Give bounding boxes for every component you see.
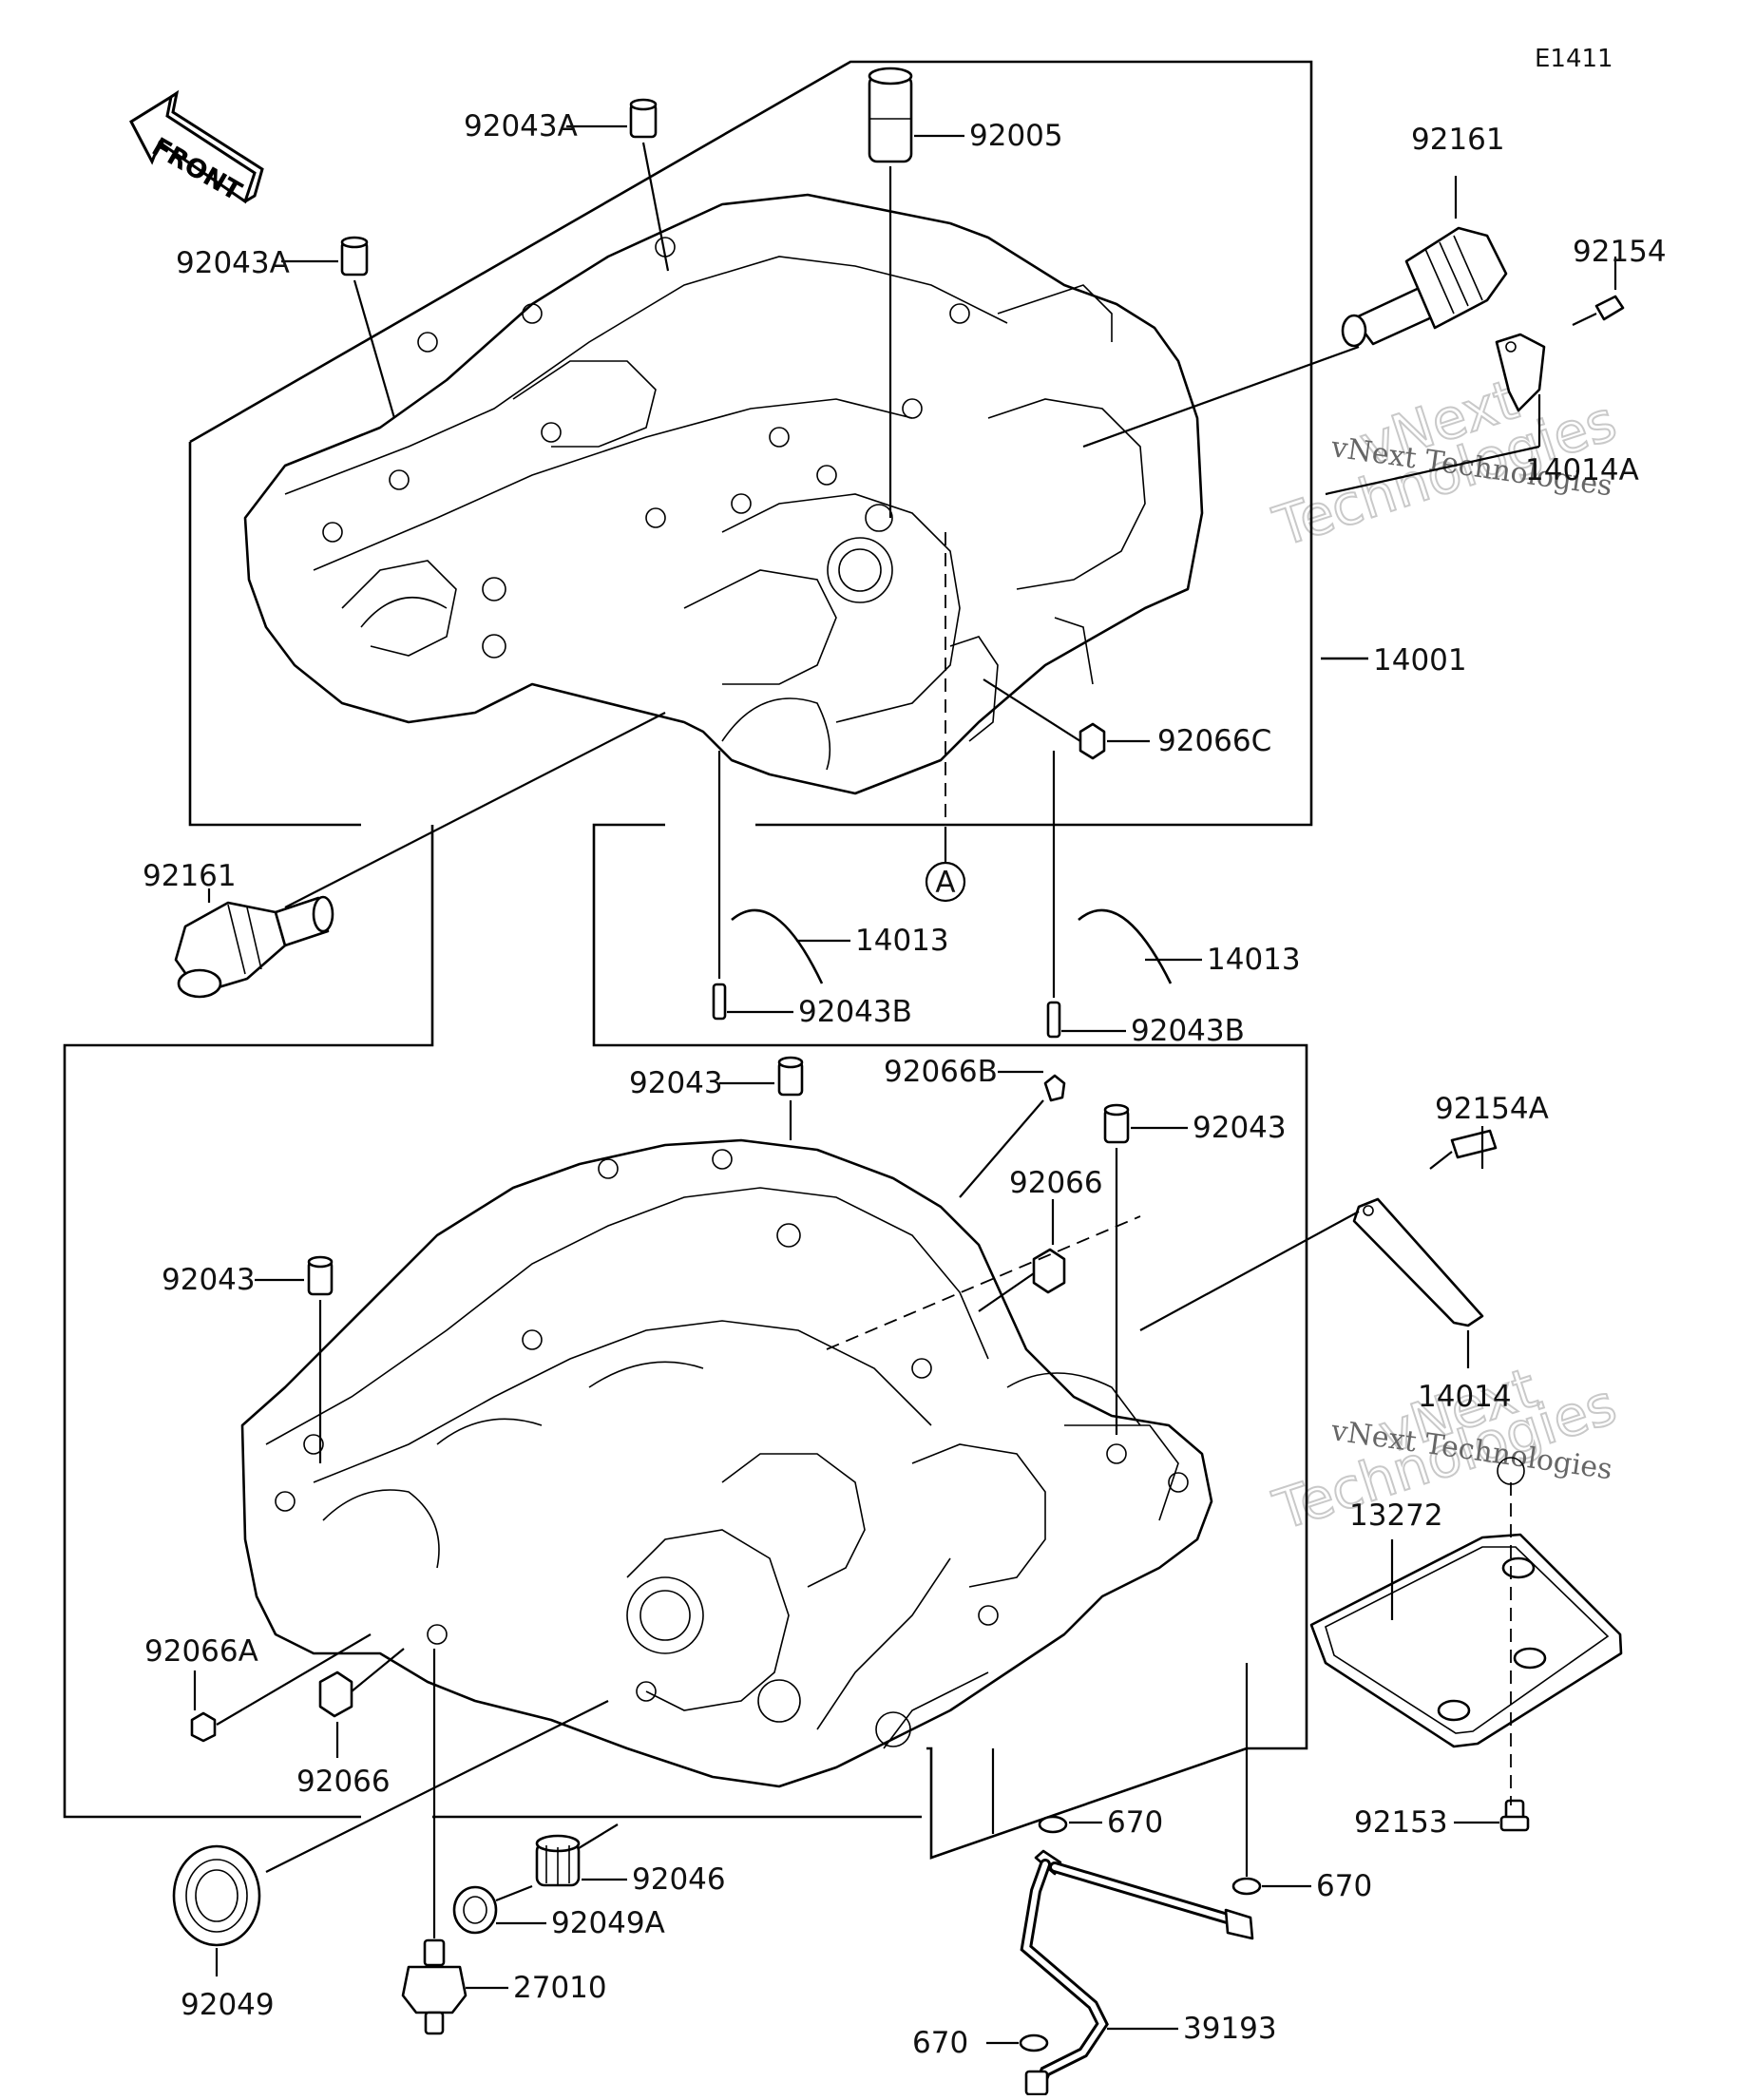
label-92066C: 92066C [1157, 724, 1271, 758]
svg-text:A: A [935, 866, 955, 900]
label-27010: 27010 [513, 1971, 607, 2005]
dowel-pin-92043B-a [712, 983, 727, 1021]
label-92154: 92154 [1573, 235, 1667, 269]
bolt-92153 [1499, 1799, 1530, 1832]
label-92043-b: 92043 [1193, 1111, 1287, 1145]
label-14014: 14014 [1418, 1380, 1512, 1414]
oil-seal-92049A [452, 1885, 498, 1935]
label-92049: 92049 [181, 1988, 275, 2022]
diagram-code: E1411 [1535, 45, 1613, 73]
needle-bearing-92046 [535, 1834, 581, 1887]
front-arrow-icon: FRONT [129, 89, 264, 207]
bolt-92154 [1572, 295, 1625, 326]
label-92066-b: 92066 [296, 1765, 391, 1799]
damper-92161-right [1341, 226, 1508, 348]
centerline-lower [826, 1215, 1141, 1350]
label-92043-a: 92043 [629, 1066, 723, 1100]
pressure-switch-27010 [401, 1938, 468, 2035]
strainer-plate-13272 [1309, 1457, 1623, 1748]
label-92043B-a: 92043B [798, 995, 912, 1029]
lower-crankcase [240, 1138, 1213, 1788]
label-92161-right: 92161 [1411, 123, 1505, 157]
label-92161-left: 92161 [143, 859, 237, 893]
bearing-14013-b [1078, 908, 1173, 984]
plug-92066A [190, 1711, 217, 1743]
dowel-pin-92043B-b [1046, 1001, 1061, 1039]
label-13272: 13272 [1349, 1499, 1443, 1533]
o-ring-670-b [1231, 1877, 1262, 1896]
callout-labels: 92043A 92043A 92005 92161 92154 14014A 1… [143, 109, 1667, 2060]
label-670-c: 670 [912, 2026, 968, 2060]
label-670-b: 670 [1316, 1869, 1372, 1903]
plug-92066-lower [318, 1670, 353, 1718]
upper-crankcase [243, 193, 1204, 795]
plug-92066B [1043, 1074, 1066, 1102]
bolt-92154A [1429, 1129, 1498, 1170]
label-14013-b: 14013 [1207, 943, 1301, 977]
dowel-pin-92043-a [777, 1056, 804, 1097]
oil-seal-92049 [172, 1844, 261, 1947]
o-ring-670-c [1019, 2033, 1049, 2052]
label-92066-a: 92066 [1009, 1166, 1103, 1200]
label-92154A: 92154A [1435, 1092, 1549, 1126]
label-92046: 92046 [632, 1862, 726, 1897]
label-670-a: 670 [1107, 1805, 1163, 1840]
watermark-upper-right: Technologies vNext vNext Technologies [1265, 366, 1624, 560]
damper-92161-left [174, 895, 334, 999]
bearing-14013-a [731, 908, 824, 984]
dowel-pin-92043A-top [629, 98, 658, 139]
reference-marker-a: A [925, 827, 966, 903]
dowel-pin-92043A-left [340, 236, 369, 277]
oil-pipe-39193 [1020, 1849, 1254, 2096]
label-14014A: 14014A [1525, 453, 1639, 487]
label-14013-a: 14013 [855, 924, 949, 958]
dowel-pin-92043-b [1103, 1103, 1130, 1144]
label-14001: 14001 [1373, 643, 1467, 678]
label-39193: 39193 [1183, 2012, 1277, 2046]
bracket-14014A [1495, 333, 1546, 412]
leader-lines [193, 124, 1617, 2045]
plug-92066-upper [1032, 1248, 1066, 1294]
label-92005: 92005 [969, 119, 1063, 153]
upper-case-frame [63, 60, 1313, 1860]
label-92043B-b: 92043B [1131, 1014, 1245, 1048]
dowel-pin-92043-c [307, 1255, 334, 1296]
o-ring-670-a [1038, 1815, 1068, 1834]
fitting-92005 [868, 67, 913, 163]
label-92066A: 92066A [144, 1634, 258, 1669]
label-92066B: 92066B [884, 1055, 998, 1089]
plug-92066C [1078, 722, 1106, 760]
bracket-14014 [1352, 1197, 1484, 1327]
label-92153: 92153 [1354, 1805, 1448, 1840]
label-92043-c: 92043 [162, 1263, 256, 1297]
label-92043A-top: 92043A [464, 109, 578, 143]
label-92043A-left: 92043A [176, 246, 290, 280]
label-92049A: 92049A [551, 1906, 665, 1940]
